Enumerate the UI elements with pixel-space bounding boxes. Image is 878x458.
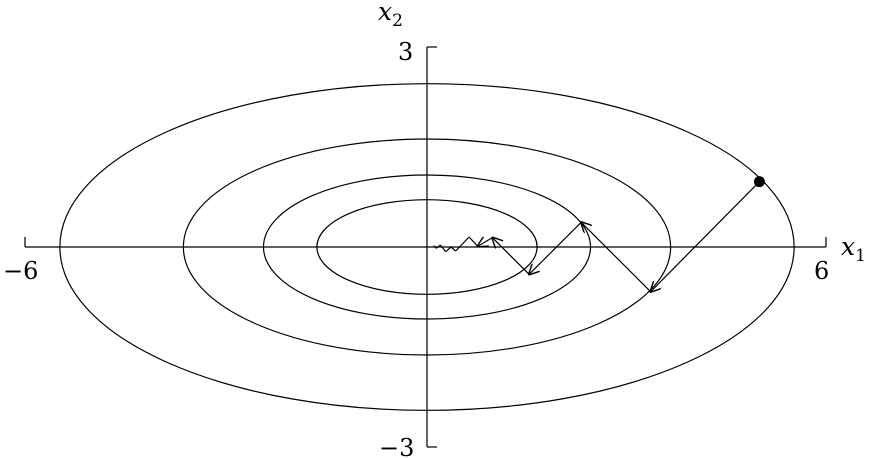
- x-max-label: 6: [814, 257, 829, 285]
- y-axis-label: x2: [378, 0, 403, 31]
- y-max-label: 3: [398, 38, 413, 66]
- path-step-4: [492, 238, 530, 275]
- path-step-2: [581, 222, 652, 293]
- path-step-12: [433, 245, 437, 249]
- path-step-3: [529, 221, 582, 274]
- path-step-6: [468, 236, 479, 247]
- path-step-7: [455, 236, 470, 252]
- path-step-1: [651, 181, 760, 292]
- x-min-label: −6: [3, 257, 38, 285]
- path-step-10: [439, 244, 447, 253]
- path-step-9: [445, 246, 452, 253]
- descent-path: [433, 181, 760, 293]
- start-point: [753, 176, 765, 188]
- path-step-5: [478, 238, 493, 247]
- path-step-8: [450, 246, 457, 252]
- y-min-label: −3: [379, 434, 414, 458]
- path-step-11: [435, 244, 441, 249]
- x-axis-label: x1: [841, 232, 866, 266]
